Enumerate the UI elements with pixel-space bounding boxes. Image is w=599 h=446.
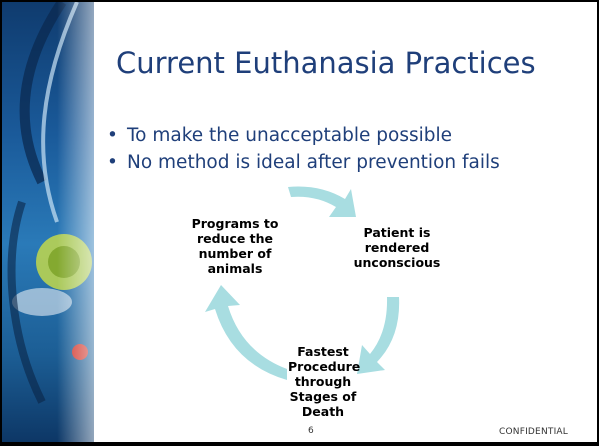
bullet-list: • To make the unacceptable possible • No m… <box>107 122 500 176</box>
cycle-arrow-left <box>205 285 287 380</box>
confidential-footer: CONFIDENTIAL <box>499 427 569 437</box>
cycle-node-procedure: Fastest Procedure through Stages of Deat… <box>288 344 361 419</box>
cycle-node-programs: Programs to reduce the number of animals <box>191 216 279 276</box>
bullet-item: • No method is ideal after prevention fai… <box>107 149 500 176</box>
slide: Current Euthanasia Practices • To make th… <box>2 2 597 442</box>
bullet-marker: • <box>107 125 118 146</box>
bullet-text: No method is ideal after prevention fail… <box>127 152 500 173</box>
bullet-text: To make the unacceptable possible <box>127 125 453 146</box>
cycle-node-unconscious: Patient is rendered unconscious <box>353 225 441 270</box>
cycle-diagram <box>205 186 400 380</box>
cycle-arrow-top <box>288 186 356 217</box>
cycle-arrow-right <box>357 297 400 374</box>
bullet-marker: • <box>107 152 118 173</box>
decorative-left-band <box>2 2 94 442</box>
slide-title: Current Euthanasia Practices <box>116 46 536 80</box>
bullet-item: • To make the unacceptable possible <box>107 122 500 149</box>
slide-number: 6 <box>308 426 314 436</box>
